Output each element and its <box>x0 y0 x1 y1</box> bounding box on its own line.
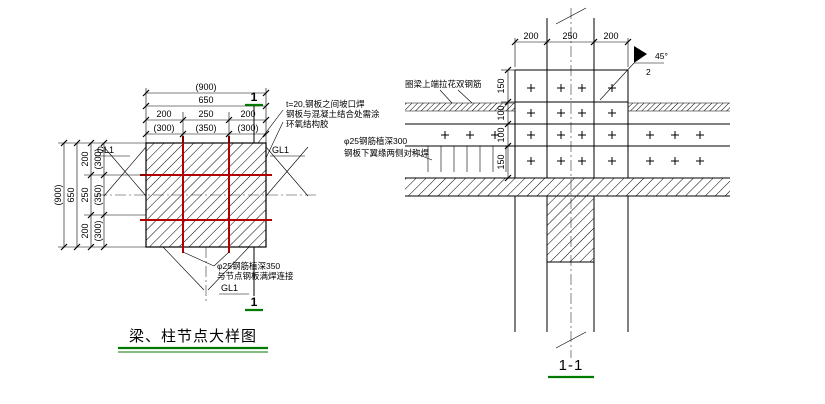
dim-sec-top-2: 250 <box>562 31 577 41</box>
weld-symbol: 45° 2 <box>599 46 668 101</box>
dim-overall-alt-left: (900) <box>53 184 63 205</box>
beam-break-diagonals <box>103 146 309 291</box>
dim-seg-top-2: 250 <box>198 109 213 119</box>
dim-segalt-left-1: (300) <box>93 148 103 169</box>
dim-seg-left-2: 250 <box>80 187 90 202</box>
dim-seg-left-3: 200 <box>80 223 90 238</box>
section-title-block: 1-1 <box>548 357 594 379</box>
dim-seg-top-3: 200 <box>240 109 255 119</box>
break-mark-bottom <box>555 331 587 349</box>
break-mark-top <box>555 7 587 25</box>
rebar-note-line2: 与节点钢板满焊连接 <box>217 271 294 281</box>
plan-title-block: 梁、柱节点大样图 <box>118 328 268 353</box>
weld-flag-icon <box>634 46 647 63</box>
dim-chain-left: (900) 650 200 250 200 (300) (350) (300) <box>53 139 146 251</box>
ring-beam-strips <box>405 102 730 112</box>
section-label-top: 1 <box>251 90 258 104</box>
dim-sec-left-2: 100 <box>496 105 506 120</box>
plate-note-line1: t=20,钢板之间坡口焊 <box>286 99 365 109</box>
dim-chain-top: (900) 650 200 250 200 (300) (350) (300) <box>142 82 270 143</box>
weld-angle: 45° <box>655 51 668 61</box>
beam-lines <box>405 123 730 147</box>
dim-overall-left: 650 <box>66 187 76 202</box>
column-stub <box>547 196 594 263</box>
rebar-lines <box>140 136 272 253</box>
beam-label-right: GL1 <box>272 145 289 155</box>
plate-note-line2: 钢板与混凝土结合处需涂 <box>286 109 380 119</box>
column-section-hatch <box>145 142 267 248</box>
dim-segalt-top-1: (300) <box>153 123 174 133</box>
section-marker-bottom: 1 <box>245 247 263 312</box>
dim-sec-top-1: 200 <box>523 31 538 41</box>
dim-segalt-left-2: (350) <box>93 184 103 205</box>
dim-overall-alt-top: (900) <box>195 82 216 92</box>
section-marker-top: 1 <box>245 90 263 143</box>
section-title: 1-1 <box>559 357 584 374</box>
rebar-note: φ25钢筋植深350 与节点钢板满焊连接 <box>182 251 294 281</box>
dim-seg-top-1: 200 <box>156 109 171 119</box>
dim-sec-top-3: 200 <box>603 31 618 41</box>
slab <box>405 177 730 197</box>
dim-chain-section-top: 200 250 200 <box>511 31 632 67</box>
plate-note-line3: 环氧结构胶 <box>286 119 329 129</box>
section-rebar-note-line1: φ25钢筋植深300 <box>344 136 407 146</box>
rebar-note-line1: φ25钢筋植深350 <box>217 261 280 271</box>
plan-view: (900) 650 200 250 200 (300) (350) (300) <box>53 82 380 353</box>
beam-labels: GL1 GL1 GL1 <box>95 145 305 295</box>
ringbeam-note-text: 圈梁上端拉花双钢筋 <box>405 79 482 89</box>
section-view: 200 250 200 150 100 100 150 <box>344 7 730 379</box>
plate-note: t=20,钢板之间坡口焊 钢板与混凝土结合处需涂 环氧结构胶 <box>257 99 380 159</box>
plan-title: 梁、柱节点大样图 <box>129 328 257 345</box>
dim-seg-left-1: 200 <box>80 151 90 166</box>
dim-segalt-top-3: (300) <box>237 123 258 133</box>
beam-label-left: GL1 <box>97 145 114 155</box>
section-rebar-note-line2: 钢板下翼缘两侧对称焊 <box>344 148 430 158</box>
rebar-dowels <box>427 146 507 172</box>
dim-sec-left-4: 150 <box>496 154 506 169</box>
dim-segalt-top-2: (350) <box>195 123 216 133</box>
dim-segalt-left-3: (300) <box>93 220 103 241</box>
dim-overall-top: 650 <box>198 95 213 105</box>
dim-sec-left-3: 100 <box>496 127 506 142</box>
weld-size: 2 <box>646 67 651 77</box>
beam-label-bottom: GL1 <box>221 283 238 293</box>
section-rebar-note: φ25钢筋植深300 钢板下翼缘两侧对称焊 <box>344 136 433 161</box>
dim-sec-left-1: 150 <box>496 78 506 93</box>
ringbeam-note: 圈梁上端拉花双钢筋 <box>405 79 482 104</box>
section-label-bottom: 1 <box>251 295 258 309</box>
column-outline <box>514 18 629 332</box>
